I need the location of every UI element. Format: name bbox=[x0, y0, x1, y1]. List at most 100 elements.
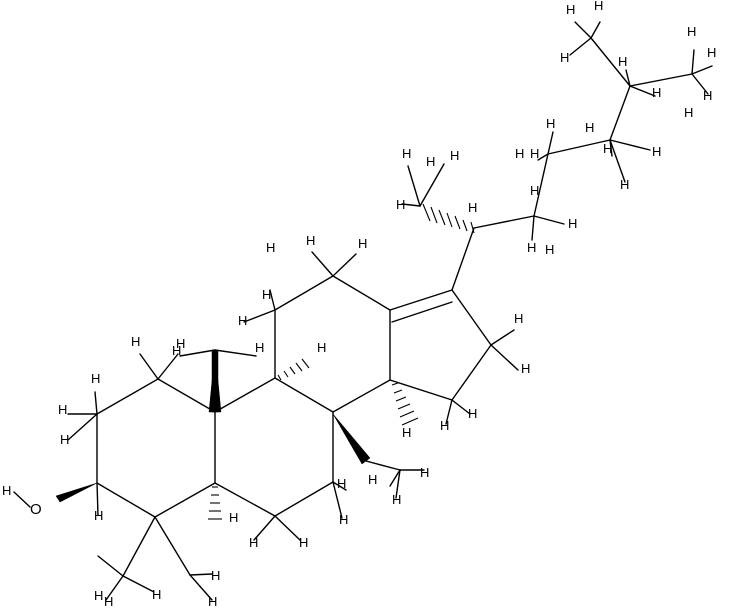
hydrogen-atom-label: H bbox=[546, 116, 555, 131]
h-bond bbox=[691, 73, 709, 95]
h-bond bbox=[13, 491, 31, 508]
hashed-methyl-c20 bbox=[422, 203, 475, 234]
hydrogen-atom-label: H bbox=[545, 242, 554, 257]
h-bond bbox=[537, 153, 549, 161]
h-bond bbox=[401, 203, 421, 207]
hydrogen-atom-label: H bbox=[172, 343, 181, 358]
hydrogen-atom-label: H bbox=[560, 50, 569, 65]
hydrogen-atom-label: H bbox=[426, 154, 435, 169]
hydrogen-atom-label: H bbox=[208, 594, 217, 609]
h-bond bbox=[332, 481, 343, 519]
hydrogen-atom-label: H bbox=[521, 361, 530, 376]
hydrogen-atom-label: H bbox=[530, 183, 539, 198]
hydrogen-atom-label: H bbox=[594, 0, 603, 13]
h-bond bbox=[569, 37, 592, 56]
hydrogen-atom-label: H bbox=[568, 216, 577, 231]
h-bond bbox=[419, 163, 445, 207]
h-bond bbox=[691, 49, 695, 75]
hydrogen-atom-label: H bbox=[104, 594, 113, 609]
ring-a bbox=[96, 378, 216, 518]
hydrogen-atom-label: H bbox=[255, 340, 264, 355]
hydrogen-atom-label: H bbox=[94, 508, 103, 523]
hydrogen-atom-label: H bbox=[620, 177, 629, 192]
hydrogen-atom-label: H bbox=[707, 45, 716, 60]
hydrogen-atom-label: H bbox=[2, 483, 11, 498]
h-bond bbox=[625, 69, 631, 87]
h-bond bbox=[97, 555, 124, 577]
wedge-oh-c3 bbox=[55, 482, 98, 503]
h-bond bbox=[445, 399, 453, 425]
hydrogen-atom-label: H bbox=[368, 472, 377, 487]
hydrogen-atom-label: H bbox=[450, 148, 459, 163]
hydrogen-atom-label: H bbox=[339, 512, 348, 527]
h-bond bbox=[629, 85, 656, 97]
hydrogen-atom-label: H bbox=[684, 105, 693, 120]
hydrogen-atom-label: H bbox=[229, 510, 238, 525]
hydrogen-atom-label: H bbox=[468, 406, 477, 421]
hydrogen-atom-label: H bbox=[249, 535, 258, 550]
h-bond bbox=[96, 482, 99, 516]
h-bond bbox=[395, 469, 401, 499]
h-bond bbox=[253, 515, 276, 541]
h-bond bbox=[214, 349, 257, 357]
gem-dimethyl bbox=[122, 516, 191, 577]
hydrogen-atom-label: H bbox=[618, 54, 627, 69]
h-bond bbox=[574, 21, 592, 39]
wedge-methyl-c10-tip bbox=[208, 349, 222, 413]
hydrogen-atom-label: H bbox=[131, 334, 140, 349]
hydrogen-atom-label: H bbox=[420, 465, 429, 480]
hydrogen-atom-label: H bbox=[392, 492, 401, 507]
h-bond-stubs bbox=[13, 21, 713, 601]
hydrogen-atom-label: H bbox=[687, 24, 696, 39]
hydrogen-atom-label: H bbox=[514, 311, 523, 326]
ring-c bbox=[274, 275, 391, 413]
hydrogen-atom-label: H bbox=[468, 200, 477, 215]
hydrogen-atom-label: H bbox=[152, 587, 161, 602]
h-bond bbox=[407, 165, 421, 207]
h-bond bbox=[105, 575, 124, 601]
hydrogen-atom-label: H bbox=[262, 287, 271, 302]
hydrogen-atom-label: H bbox=[603, 141, 612, 156]
h-bond bbox=[332, 253, 357, 277]
hydrogen-atom-label: H bbox=[94, 588, 103, 603]
hashed-h-c9 bbox=[277, 358, 310, 381]
hydrogen-atom-label: H bbox=[266, 240, 275, 255]
h-bond bbox=[94, 391, 98, 415]
hydrogen-atom-label: H bbox=[358, 236, 367, 251]
h-bond bbox=[547, 131, 554, 155]
hydrogen-atom-label: H bbox=[211, 568, 220, 583]
h-bond bbox=[243, 309, 276, 323]
ring-d bbox=[389, 289, 492, 401]
hydrogen-atom-label: H bbox=[91, 371, 100, 386]
hashed-h-c5 bbox=[208, 486, 222, 520]
h-bond bbox=[590, 21, 601, 39]
h-bond bbox=[274, 515, 301, 541]
hydrogen-atom-label: H bbox=[585, 120, 594, 135]
hydrogen-atom-label: H bbox=[176, 336, 185, 351]
h-bond bbox=[691, 65, 713, 75]
hydrogen-atom-label: H bbox=[60, 432, 69, 447]
h-bond bbox=[122, 575, 155, 593]
h-bond bbox=[451, 399, 471, 415]
h-bond bbox=[389, 469, 401, 487]
hydrogen-atom-label: H bbox=[402, 425, 411, 440]
hydrogen-atom-label: H bbox=[703, 88, 712, 103]
hydrogen-atom-label: H bbox=[238, 313, 247, 328]
hydrogen-atom-label: H bbox=[527, 240, 536, 255]
hashed-methyl-c14 bbox=[391, 382, 419, 426]
h-bond bbox=[490, 329, 515, 346]
wedge-methyl-c8 bbox=[332, 413, 371, 465]
hydrogen-atom-label: H bbox=[317, 340, 326, 355]
ring-b bbox=[214, 377, 334, 517]
side-chain bbox=[451, 37, 693, 291]
hydrogen-atom-label: H bbox=[566, 2, 575, 17]
hydrogen-atom-label: H bbox=[530, 146, 539, 161]
h-bond bbox=[179, 349, 216, 357]
hydrogen-atom-label: H bbox=[440, 418, 449, 433]
hydrogen-atom-label: H bbox=[396, 197, 405, 212]
h-bond bbox=[609, 139, 651, 151]
hydrogen-atom-label: H bbox=[652, 144, 661, 159]
